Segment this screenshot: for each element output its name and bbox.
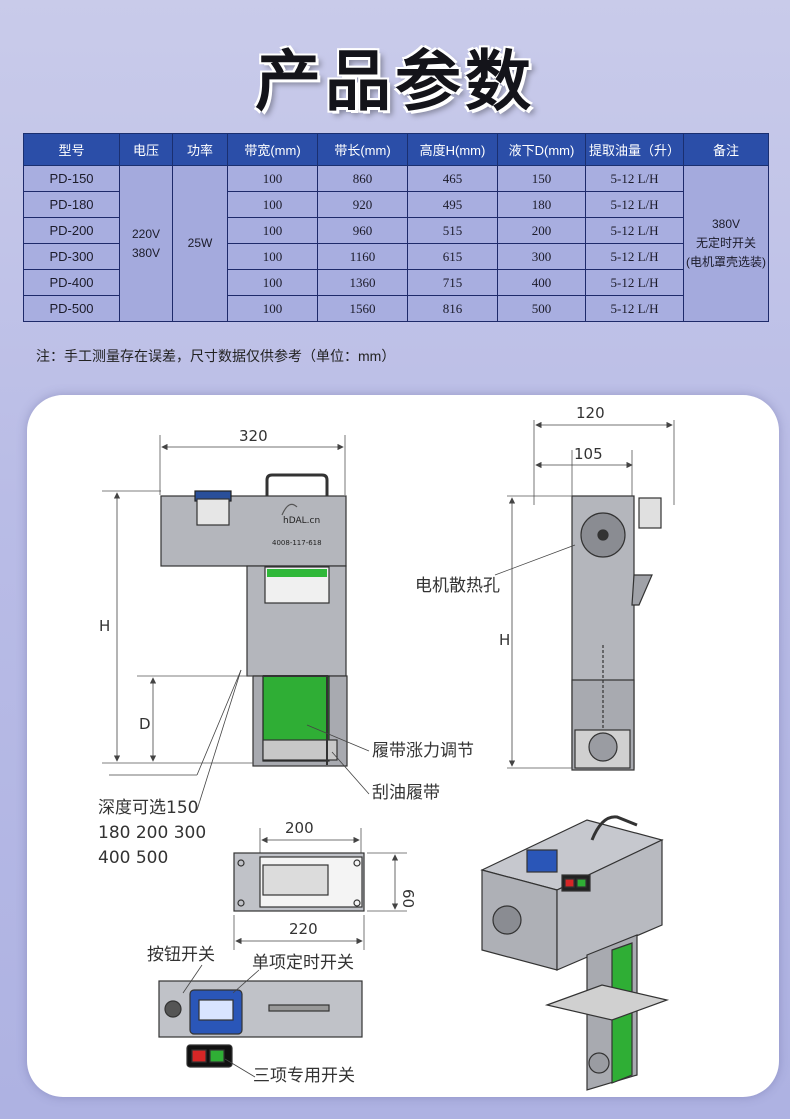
header-depth: 液下D(mm) [497, 133, 586, 166]
label-belt: 刮油履带 [372, 783, 440, 803]
table-row: PD-200 100 960 515 200 5-12 L/H [23, 217, 769, 244]
dim-d: D [139, 715, 151, 733]
table-row: PD-300 100 1160 615 300 5-12 L/H [23, 243, 769, 270]
dim-200: 200 [285, 819, 314, 837]
header-remark: 备注 [683, 133, 769, 166]
leader-lines [109, 669, 370, 811]
side-view [494, 420, 675, 771]
cell-depth: 180 [497, 191, 586, 218]
cell-height: 465 [407, 165, 498, 192]
cell-height: 715 [407, 269, 498, 296]
cell-width: 100 [227, 165, 318, 192]
cell-depth: 400 [497, 269, 586, 296]
voltage-380: 380V [131, 245, 161, 260]
dim-60: 60 [399, 889, 417, 908]
cell-model: PD-400 [23, 269, 120, 296]
cell-height: 615 [407, 243, 498, 270]
header-belt-length: 带长(mm) [317, 133, 408, 166]
label-three-phase-switch: 三项专用开关 [253, 1066, 355, 1086]
cell-depth: 300 [497, 243, 586, 270]
header-belt-width: 带宽(mm) [227, 133, 318, 166]
cell-length: 1360 [317, 269, 408, 296]
dim-120: 120 [576, 404, 605, 422]
remark-line-2: 无定时开关 [695, 236, 756, 250]
cell-voltage: 220V 380V [119, 165, 173, 322]
isometric-view [480, 815, 670, 1091]
cell-width: 100 [227, 191, 318, 218]
cell-height: 495 [407, 191, 498, 218]
cell-oil: 5-12 L/H [585, 165, 684, 192]
remark-line-1: 380V [711, 217, 741, 231]
dim-h-side: H [499, 631, 510, 649]
cell-width: 100 [227, 217, 318, 244]
cell-depth: 150 [497, 165, 586, 192]
top-view [233, 828, 407, 950]
table-row: PD-180 100 920 495 180 5-12 L/H [23, 191, 769, 218]
brand-text: hDAL.cn [283, 516, 320, 526]
measurement-note: 注：手工测量存在误差，尺寸数据仅供参考（单位：mm） [36, 348, 396, 364]
front-view [102, 435, 348, 767]
cell-oil: 5-12 L/H [585, 269, 684, 296]
table-row: PD-150 220V 380V 25W 100 860 465 150 5-1… [23, 165, 769, 322]
header-power: 功率 [172, 133, 228, 166]
label-motor-vent: 电机散热孔 [415, 576, 500, 596]
label-depth-2: 180 200 300 [98, 823, 206, 843]
cell-length: 860 [317, 165, 408, 192]
label-timer-switch: 单项定时开关 [252, 953, 354, 973]
page-title: 产品参数 [255, 43, 535, 120]
table-row: PD-400 100 1360 715 400 5-12 L/H [23, 269, 769, 296]
spec-table: 型号 电压 功率 带宽(mm) 带长(mm) 高度H(mm) 液下D(mm) 提… [23, 133, 769, 322]
cell-length: 1560 [317, 295, 408, 322]
label-button-switch: 按钮开关 [147, 945, 215, 965]
cell-width: 100 [227, 269, 318, 296]
technical-drawing: 320 H D hDAL.cn 4008-117-618 12 [98, 404, 675, 1091]
dim-105: 105 [574, 445, 603, 463]
cell-length: 920 [317, 191, 408, 218]
control-panel-view [158, 964, 363, 1078]
cell-model: PD-180 [23, 191, 120, 218]
phone-text: 4008-117-618 [272, 539, 322, 547]
cell-model: PD-500 [23, 295, 120, 322]
cell-depth: 200 [497, 217, 586, 244]
dim-220: 220 [289, 920, 318, 938]
cell-remark: 380V 无定时开关 (电机罩壳选装) [683, 165, 769, 322]
cell-height: 816 [407, 295, 498, 322]
table-header-row: 型号 电压 功率 带宽(mm) 带长(mm) 高度H(mm) 液下D(mm) 提… [23, 133, 769, 166]
label-depth-1: 深度可选150 [98, 798, 198, 818]
cell-model: PD-150 [23, 165, 120, 192]
table-row: PD-500 100 1560 816 500 5-12 L/H [23, 295, 769, 322]
label-depth-3: 400 500 [98, 848, 168, 868]
cell-width: 100 [227, 243, 318, 270]
cell-power: 25W [172, 165, 228, 322]
cell-oil: 5-12 L/H [585, 243, 684, 270]
cell-width: 100 [227, 295, 318, 322]
cell-height: 515 [407, 217, 498, 244]
remark-line-3: (电机罩壳选装) [686, 255, 766, 269]
label-tension: 履带涨力调节 [372, 741, 474, 761]
cell-model: PD-300 [23, 243, 120, 270]
cell-oil: 5-12 L/H [585, 191, 684, 218]
cell-oil: 5-12 L/H [585, 217, 684, 244]
technical-drawing-panel: 320 H D hDAL.cn 4008-117-618 12 [27, 395, 779, 1097]
cell-model: PD-200 [23, 217, 120, 244]
header-model: 型号 [23, 133, 120, 166]
dim-320: 320 [239, 427, 268, 445]
header-height: 高度H(mm) [407, 133, 498, 166]
cell-length: 960 [317, 217, 408, 244]
cell-depth: 500 [497, 295, 586, 322]
header-oil: 提取油量（升） [585, 133, 684, 166]
cell-length: 1160 [317, 243, 408, 270]
cell-oil: 5-12 L/H [585, 295, 684, 322]
dim-h-front: H [99, 617, 110, 635]
header-voltage: 电压 [119, 133, 173, 166]
voltage-220: 220V [131, 226, 161, 241]
